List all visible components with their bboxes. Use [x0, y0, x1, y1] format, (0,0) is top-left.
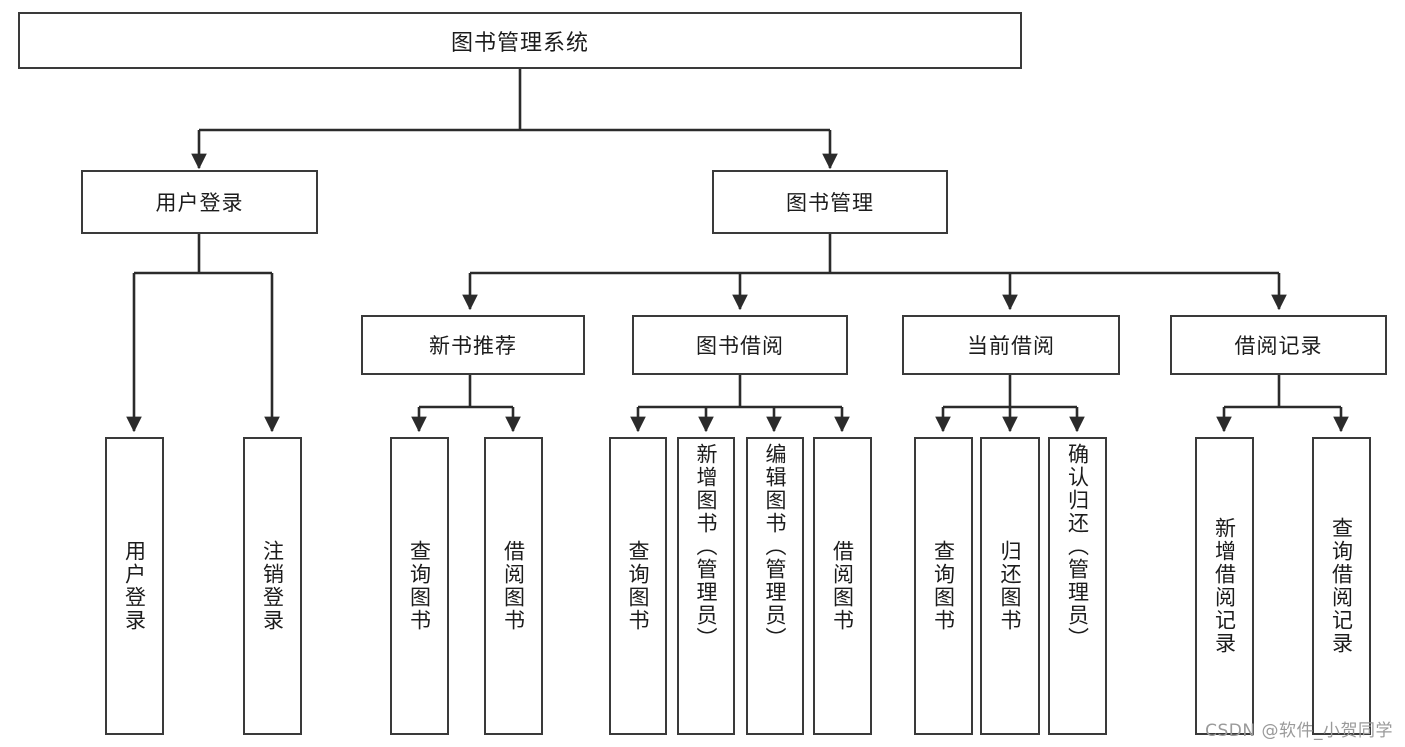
node-book-borrow-label: 图书借阅 [696, 334, 784, 358]
node-borrow-record[interactable]: 借阅记录 [1170, 315, 1387, 375]
node-current-borrow[interactable]: 当前借阅 [902, 315, 1120, 375]
node-current-borrow-label: 当前借阅 [967, 334, 1055, 358]
leaf-current-borrow-1-label: 查询图书 [931, 540, 956, 632]
node-new-book-recommend[interactable]: 新书推荐 [361, 315, 585, 375]
leaf-book-borrow-3[interactable]: 编辑图书（管理员） [746, 437, 804, 735]
leaf-current-borrow-3-label: 确认归还（管理员） [1065, 443, 1090, 650]
leaf-new-book-1[interactable]: 查询图书 [390, 437, 449, 735]
node-user-login-label: 用户登录 [155, 191, 244, 215]
watermark: CSDN @软件_小贺同学 [1205, 721, 1393, 741]
leaf-borrow-record-2-label: 查询借阅记录 [1329, 517, 1354, 655]
leaf-book-borrow-2-label: 新增图书（管理员） [694, 443, 719, 650]
node-book-manage[interactable]: 图书管理 [712, 170, 948, 234]
leaf-new-book-1-label: 查询图书 [407, 540, 432, 632]
node-root-label: 图书管理系统 [450, 30, 589, 56]
node-user-login[interactable]: 用户登录 [81, 170, 318, 234]
leaf-current-borrow-2[interactable]: 归还图书 [980, 437, 1040, 735]
leaf-current-borrow-2-label: 归还图书 [998, 540, 1023, 632]
leaf-book-borrow-1[interactable]: 查询图书 [609, 437, 667, 735]
leaf-borrow-record-1[interactable]: 新增借阅记录 [1195, 437, 1254, 735]
leaf-borrow-record-1-label: 新增借阅记录 [1212, 517, 1237, 655]
leaf-user-login-2[interactable]: 注销登录 [243, 437, 302, 735]
leaf-borrow-record-2[interactable]: 查询借阅记录 [1312, 437, 1371, 735]
leaf-user-login-1-label: 用户登录 [122, 540, 147, 632]
leaf-book-borrow-2[interactable]: 新增图书（管理员） [677, 437, 735, 735]
leaf-new-book-2-label: 借阅图书 [501, 540, 526, 632]
leaf-book-borrow-3-label: 编辑图书（管理员） [763, 443, 788, 650]
leaf-book-borrow-4[interactable]: 借阅图书 [813, 437, 872, 735]
node-root[interactable]: 图书管理系统 [18, 12, 1022, 69]
node-borrow-record-label: 借阅记录 [1234, 334, 1323, 358]
node-book-borrow[interactable]: 图书借阅 [632, 315, 848, 375]
leaf-user-login-2-label: 注销登录 [260, 540, 285, 632]
leaf-book-borrow-1-label: 查询图书 [626, 540, 651, 632]
leaf-new-book-2[interactable]: 借阅图书 [484, 437, 543, 735]
node-new-book-recommend-label: 新书推荐 [429, 334, 517, 358]
leaf-current-borrow-3[interactable]: 确认归还（管理员） [1048, 437, 1107, 735]
leaf-user-login-1[interactable]: 用户登录 [105, 437, 164, 735]
leaf-current-borrow-1[interactable]: 查询图书 [914, 437, 973, 735]
node-book-manage-label: 图书管理 [786, 191, 874, 215]
leaf-book-borrow-4-label: 借阅图书 [830, 540, 855, 632]
